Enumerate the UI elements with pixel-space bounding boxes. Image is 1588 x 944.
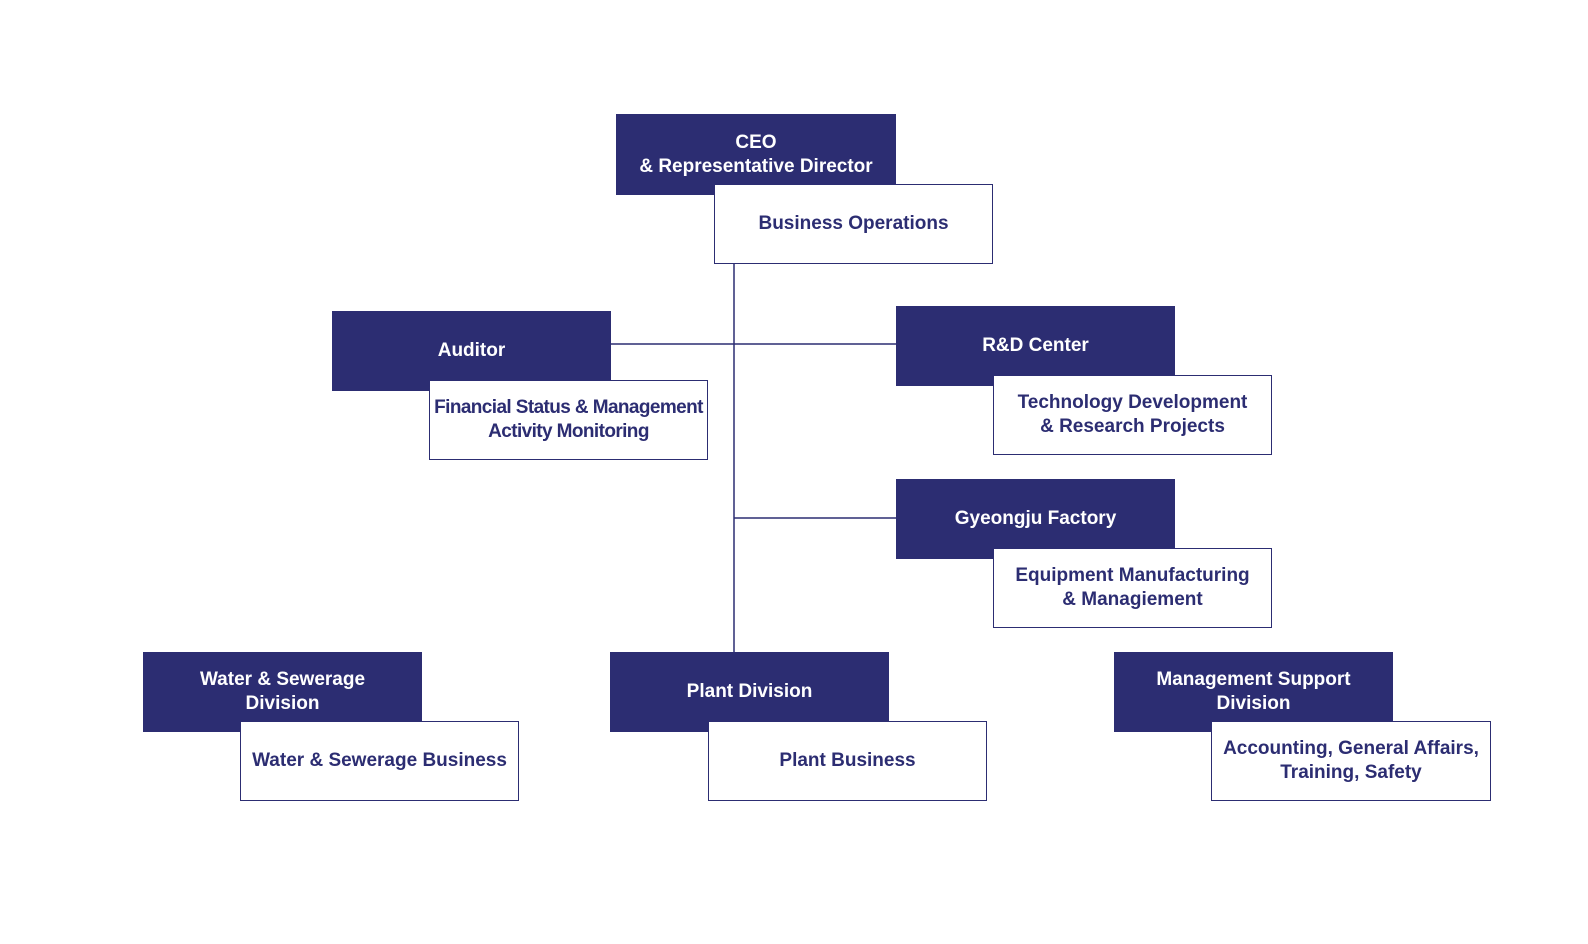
ceo-role-box: Business Operations (714, 184, 993, 264)
water-role: Water & Sewerage Business (252, 750, 507, 771)
water-title-box: Water & Sewerage Division (143, 652, 422, 732)
support-title: Management Support Division (1156, 669, 1351, 714)
water-role-box: Water & Sewerage Business (240, 721, 519, 801)
factory-title-box: Gyeongju Factory (896, 479, 1175, 559)
auditor-title-box: Auditor (332, 311, 611, 391)
support-role-box: Accounting, General Affairs, Training, S… (1211, 721, 1491, 801)
factory-role-box: Equipment Manufacturing & Managiement (993, 548, 1272, 628)
auditor-role-box: Financial Status & Management Activity M… (429, 380, 708, 460)
rnd-role-box: Technology Development & Research Projec… (993, 375, 1272, 455)
ceo-title-box: CEO & Representative Director (616, 114, 896, 195)
support-role: Accounting, General Affairs, Training, S… (1223, 738, 1479, 783)
ceo-title: CEO & Representative Director (639, 131, 873, 177)
rnd-title: R&D Center (982, 335, 1089, 356)
factory-title: Gyeongju Factory (954, 508, 1117, 529)
auditor-title: Auditor (437, 340, 506, 361)
water-title: Water & Sewerage Division (199, 669, 366, 714)
ceo-role: Business Operations (758, 213, 949, 234)
plant-title: Plant Division (686, 681, 813, 702)
rnd-title-box: R&D Center (896, 306, 1175, 386)
auditor-role: Financial Status & Management Activity M… (434, 397, 703, 442)
plant-role: Plant Business (779, 750, 916, 771)
support-title-box: Management Support Division (1114, 652, 1393, 732)
plant-title-box: Plant Division (610, 652, 889, 732)
rnd-role: Technology Development & Research Projec… (1017, 392, 1248, 437)
plant-role-box: Plant Business (708, 721, 987, 801)
factory-role: Equipment Manufacturing & Managiement (1015, 565, 1250, 610)
